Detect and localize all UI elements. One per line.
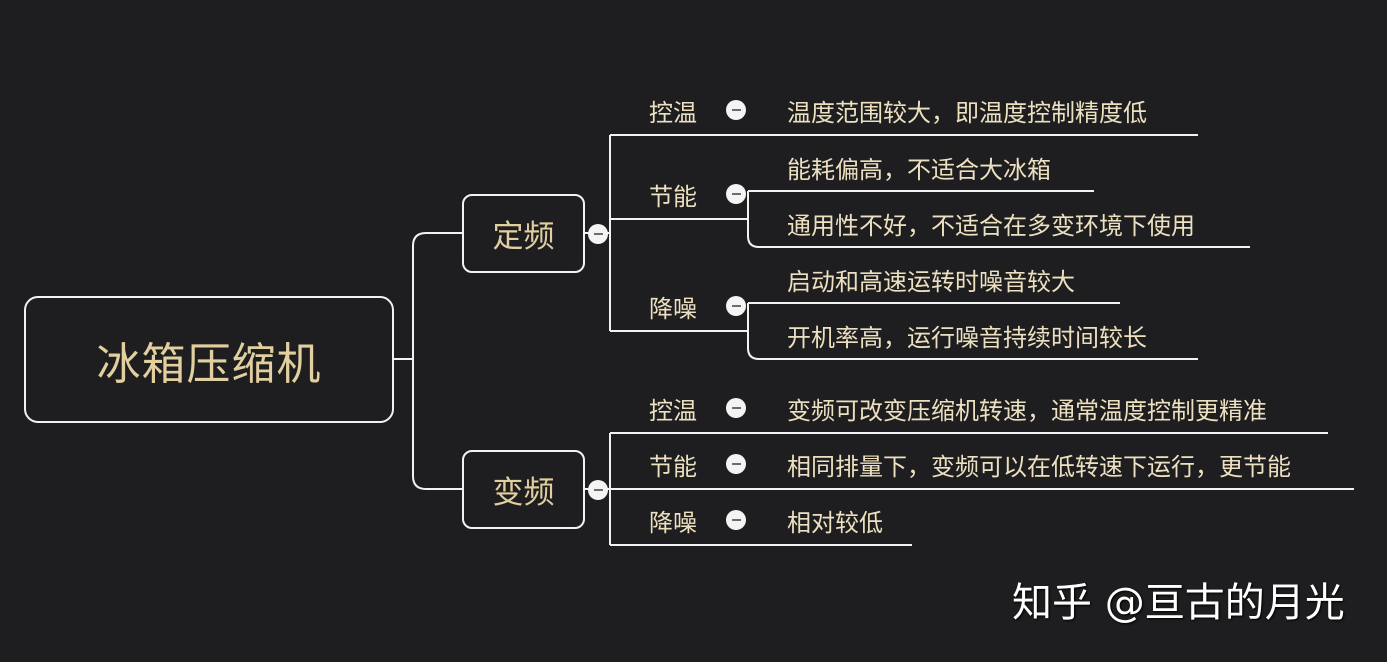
- topic-node[interactable]: 降噪: [649, 509, 697, 537]
- collapse-icon[interactable]: [726, 296, 746, 316]
- leaf-node[interactable]: 相对较低: [787, 509, 883, 537]
- topic-node[interactable]: 节能: [649, 453, 697, 481]
- leaf-node[interactable]: 通用性不好，不适合在多变环境下使用: [787, 212, 1195, 240]
- leaf-node[interactable]: 变频可改变压缩机转速，通常温度控制更精准: [787, 397, 1267, 425]
- leaf-node[interactable]: 开机率高，运行噪音持续时间较长: [787, 324, 1147, 352]
- watermark: 知乎 @亘古的月光: [1012, 580, 1345, 626]
- collapse-icon[interactable]: [726, 510, 746, 530]
- topic-node[interactable]: 降噪: [649, 295, 697, 323]
- branch-node-variable-frequency[interactable]: 变频: [462, 450, 585, 529]
- leaf-node[interactable]: 启动和高速运转时噪音较大: [787, 268, 1075, 296]
- leaf-node[interactable]: 温度范围较大，即温度控制精度低: [787, 99, 1147, 127]
- collapse-icon[interactable]: [588, 480, 608, 500]
- connector-root-to-branch-1: [412, 232, 462, 359]
- collapse-icon[interactable]: [588, 224, 608, 244]
- topic-node[interactable]: 节能: [649, 183, 697, 211]
- connector-b1-t3-leaves: [747, 303, 1198, 360]
- branch-label: 定频: [492, 219, 555, 255]
- topic-node[interactable]: 控温: [649, 397, 697, 425]
- root-label: 冰箱压缩机: [96, 338, 322, 390]
- collapse-icon[interactable]: [726, 398, 746, 418]
- topic-node[interactable]: 控温: [649, 99, 697, 127]
- collapse-icon[interactable]: [726, 454, 746, 474]
- leaf-node[interactable]: 相同排量下，变频可以在低转速下运行，更节能: [787, 453, 1291, 481]
- branch-label: 变频: [492, 475, 555, 511]
- collapse-icon[interactable]: [726, 100, 746, 120]
- leaf-node[interactable]: 能耗偏高，不适合大冰箱: [787, 156, 1051, 184]
- connector-root-to-branch-2: [412, 359, 462, 490]
- collapse-icon[interactable]: [726, 184, 746, 204]
- branch-node-fixed-frequency[interactable]: 定频: [462, 194, 585, 273]
- root-node[interactable]: 冰箱压缩机: [24, 296, 394, 423]
- connector-b1-t2-leaves: [747, 191, 1250, 248]
